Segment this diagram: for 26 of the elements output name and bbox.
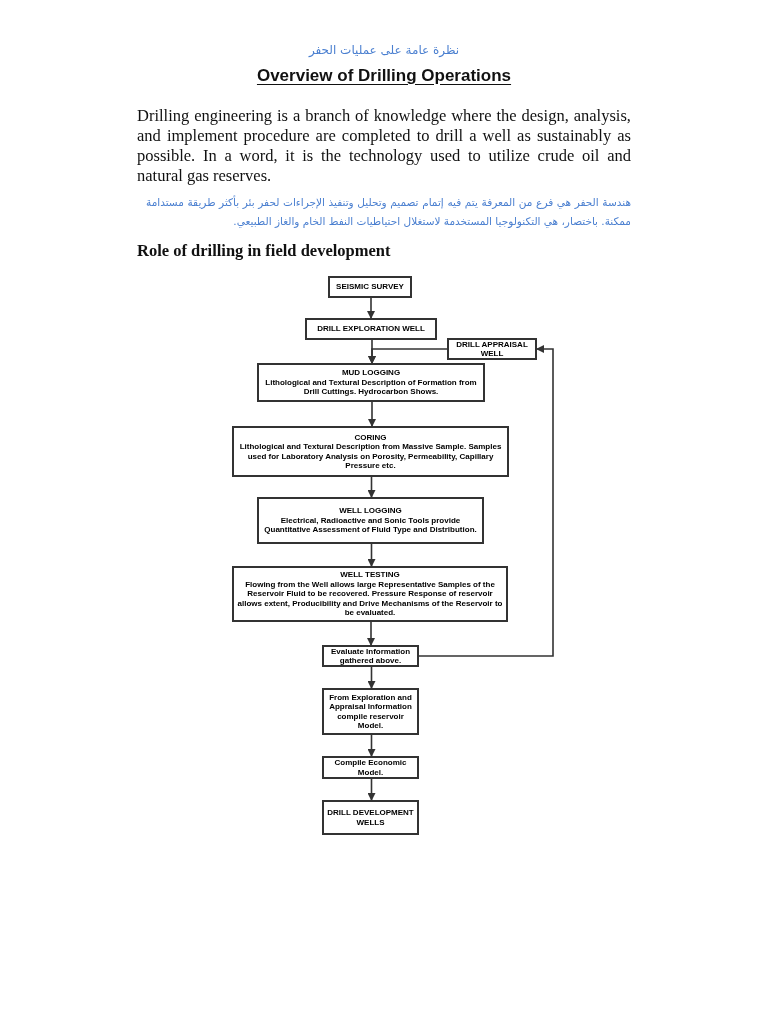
process-box: From Exploration and Appraisal Information compile reservoir Model. (322, 688, 419, 735)
process-box: DRILL APPRAISAL WELL (447, 338, 537, 360)
arrow (367, 666, 376, 689)
arrow (367, 297, 375, 319)
process-box: CORING Lithological and Textural Description from Massive Sample. Samples used for Laboratory Analysis on Porosity, Permeability, Capillary Pressure etc. (232, 426, 509, 477)
arrow (368, 348, 448, 364)
process-box: MUD LOGGING Lithological and Textural Description of Formation from Drill Cuttings. Hydrocarbon Shows. (257, 363, 485, 402)
process-box: DRILL DEVELOPMENT WELLS (322, 800, 419, 835)
arrow (367, 543, 376, 567)
process-box: DRILL EXPLORATION WELL (305, 318, 437, 340)
title: Overview of Drilling Operations (255, 66, 513, 86)
paragraph: Drilling engineering is a branch of knowledge where the design, analysis, and implement procedure are completed to drill a well as sustainably as possible. In a word, it is the technology used to utilize crude oil and natural gas reserves. (137, 106, 631, 186)
process-box: WELL LOGGING Electrical, Radioactive and Sonic Tools provide Quantitative Assessment of Fluid Type and Distribution. (257, 497, 484, 544)
process-box: Compile Economic Model. (322, 756, 419, 779)
process-box: Evaluate Information gathered above. (322, 645, 419, 667)
arrow (418, 345, 554, 657)
arrow (368, 401, 376, 427)
arrow (367, 476, 376, 498)
arrow (367, 621, 375, 646)
arabic-paragraph: هندسة الحفر هي فرع من المعرفة يتم فيه إتمام تصميم وتحليل وتنفيذ الإجراءات لحفر بئر بأكثر طريقة مستدامة ممكنة. باختصار، هي التكنولوجيا المستخدمة لاستغلال احتياطيات النفط الخام والغاز الطبيعي. (146, 194, 631, 230)
section-heading: Role of drilling in field development (137, 241, 391, 261)
arabic-title: نظرة عامة على عمليات الحفر (307, 43, 461, 57)
arrow (367, 778, 376, 801)
process-box: SEISMIC SURVEY (328, 276, 412, 298)
arrow (367, 734, 376, 757)
process-box: WELL TESTING Flowing from the Well allows large Representative Samples of the Reservoir Fluid to be recovered. Pressure Response of reservoir allows extent, Producibility and Drive Mechanisms of the Reservoir to be evaluated. (232, 566, 508, 622)
